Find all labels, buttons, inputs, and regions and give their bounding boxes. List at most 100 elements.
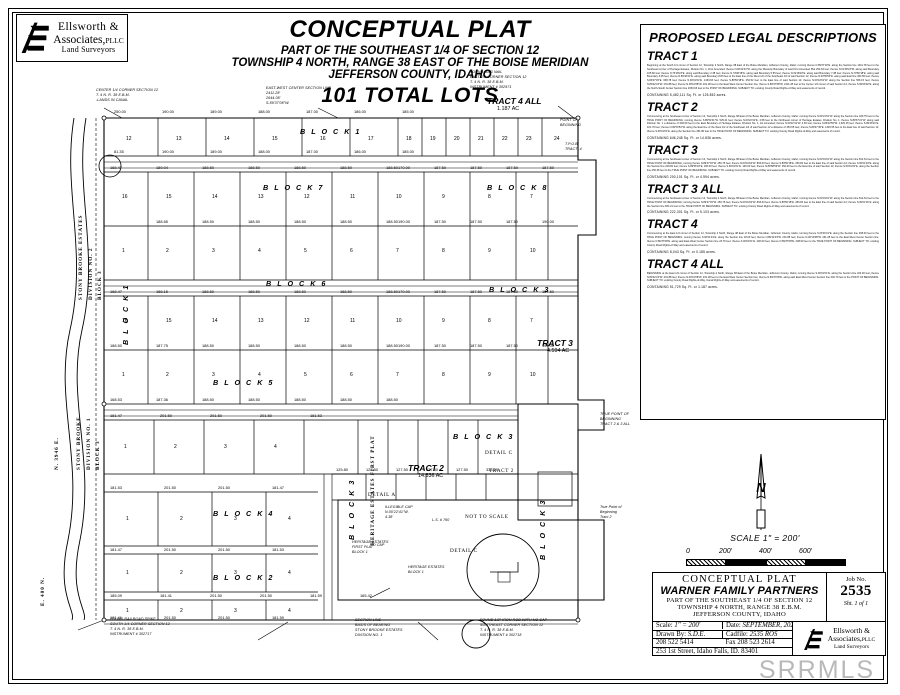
lot-number: 14 [224, 136, 230, 142]
lot-number: 15 [166, 318, 172, 324]
dimension: 185.09 [110, 593, 122, 598]
lot-number: 11 [350, 318, 356, 324]
dimension: 190.00 [398, 219, 410, 224]
ea-monogram-icon [20, 21, 52, 55]
firm-name-line3: Land Surveyors [61, 45, 116, 55]
lot-number: 22 [502, 136, 508, 142]
lot-number: 10 [530, 372, 536, 378]
tract-containing: CONTAINING 51,729 Sq. Ft. or 1.187 acres… [647, 285, 719, 290]
dimension: 81.35 [114, 149, 124, 154]
block-label: B L O C K 3 [453, 432, 515, 441]
dimension: 186.00 [354, 149, 366, 154]
dimension: 188.50 [386, 343, 398, 348]
lot-number: 3 [224, 444, 227, 450]
lot-number: 1 [122, 372, 125, 378]
dimension: 188.50 [202, 219, 214, 224]
dimension: 201.50 [164, 615, 176, 620]
lot-number: 4 [274, 444, 277, 450]
title-block-main: CONCEPTUAL PLAT WARNER FAMILY PARTNERS P… [653, 573, 827, 621]
dimension: 168.47 [110, 289, 122, 294]
tract-body: BEGINNING at the East 1/4 corner of Sect… [647, 271, 879, 283]
firm-phone: 208 522 5414 [656, 639, 694, 647]
lot-number: 17 [368, 136, 374, 142]
lot-number: 21 [478, 136, 484, 142]
dimension: 181.59 [310, 593, 322, 598]
firm-name-line2: Associates, [53, 33, 106, 46]
lot-number: 5 [304, 248, 307, 254]
side-label: HERITAGE ESTATES FIRST PLAT [370, 435, 376, 545]
lot-number: 3 [212, 372, 215, 378]
dimension: 187.50 [506, 289, 518, 294]
lot-number: 15 [272, 136, 278, 142]
firm-address: 253 1st Street, Idaho Falls, ID. 83401 [656, 647, 759, 655]
plat-title: CONCEPTUAL PLAT PART OF THE SOUTHEAST 1/… [200, 16, 620, 108]
dimension: 187.00 [306, 149, 318, 154]
tb-line4: TOWNSHIP 4 NORTH, RANGE 38 E.B.M. [677, 604, 802, 611]
dimension: 188.50 [340, 289, 352, 294]
lot-number: 4 [258, 372, 261, 378]
side-label: BLOCK 3 [95, 440, 101, 470]
lot-number: 16 [320, 136, 326, 142]
lot-number: 7 [530, 318, 533, 324]
dimension: 127.50 [396, 467, 408, 472]
lot-number: 8 [442, 248, 445, 254]
dimension: 190.00 [542, 219, 554, 224]
lot-number: 6 [350, 372, 353, 378]
dimension: 187.50 [542, 289, 554, 294]
dimension: 189.00 [210, 149, 222, 154]
block-label: B L O C K 5 [213, 378, 275, 387]
plat-linework [63, 105, 605, 649]
firm-fax: Fax 208 523 2614 [725, 639, 775, 647]
lot-number: 4 [258, 248, 261, 254]
title-total-lots: 101 TOTAL LOTS [321, 84, 499, 107]
dimension: 201.50 [160, 413, 172, 418]
side-label: STONY BROOKE ESTATES [78, 214, 84, 300]
legal-panel-heading: PROPOSED LEGAL DESCRIPTIONS [649, 30, 877, 45]
lot-number: 2 [166, 372, 169, 378]
lot-number: 9 [488, 248, 491, 254]
tract-label: TRACT 4 ALL [487, 96, 542, 106]
tract-body: Commencing at the Southeast corner of Se… [647, 114, 879, 133]
lot-number: 3 [212, 248, 215, 254]
dimension: 188.50 [386, 397, 398, 402]
dimension: 188.50 [386, 289, 398, 294]
watermark: SRRMLS [758, 655, 876, 684]
tract-body: Commencing at the East 1/4 corner of Sec… [647, 232, 879, 247]
lot-number: 5 [304, 372, 307, 378]
dimension: 190.00 [162, 149, 174, 154]
dimension: 201.50 [218, 547, 230, 552]
scale-label: Scale: [656, 622, 673, 630]
dimension: 188.50 [110, 343, 122, 348]
title-sub1: PART OF THE SOUTHEAST 1/4 OF SECTION 12 [280, 45, 540, 57]
lot-number: 8 [488, 318, 491, 324]
dimension: 181.41 [110, 615, 122, 620]
tb-firm-pllc: PLLC [861, 637, 876, 644]
tb-client: WARNER FAMILY PARTNERS [660, 585, 819, 597]
tract-body: Commencing at the Southeast corner of Se… [647, 157, 879, 173]
dimension: 201.50 [164, 547, 176, 552]
dimension: 125.80 [336, 467, 348, 472]
dimension: 250.00 [114, 109, 126, 114]
detail-label: TRACT 2 [489, 468, 515, 474]
map-callout: TRUE POINT OF BEGINNING TRACT 2 & 3 ALL [600, 412, 631, 426]
dimension: 190.00 [162, 109, 174, 114]
tract-heading: TRACT 1 [647, 49, 698, 63]
dimension: 187.50 [470, 165, 482, 170]
dimension: 188.50 [386, 219, 398, 224]
block-label: B L O C K 6 [266, 279, 328, 288]
dimension: 201.50 [218, 615, 230, 620]
dimension: 168.53 [110, 397, 122, 402]
dimension: 187.50 [542, 165, 554, 170]
dimension: 127.50 [426, 467, 438, 472]
block-label: B L O C K 8 [487, 183, 549, 192]
lot-number: 10 [530, 248, 536, 254]
dimension: 188.50 [340, 343, 352, 348]
dimension: 188.50 [202, 289, 214, 294]
title-main: CONCEPTUAL PLAT [289, 16, 531, 43]
title-block: CONCEPTUAL PLAT WARNER FAMILY PARTNERS P… [652, 572, 886, 656]
dimension: 187.50 [506, 165, 518, 170]
dimension: 188.00 [258, 109, 270, 114]
dimension: 170.00 [398, 289, 410, 294]
dimension: 187.50 [470, 289, 482, 294]
dimension: 188.50 [340, 165, 352, 170]
